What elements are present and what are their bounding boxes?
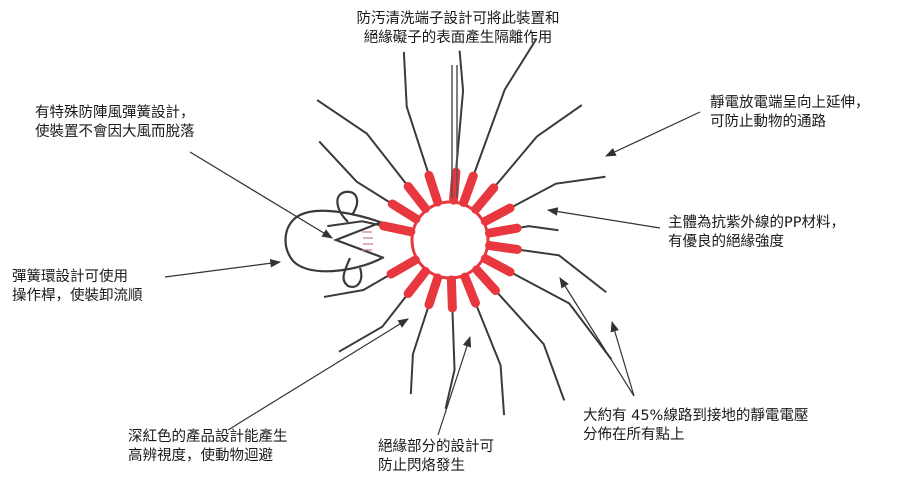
annotation-upper-left: 有特殊防陣風彈簧設計， 使裝置不會因大風而脫落 — [35, 104, 195, 142]
spoke-wire — [472, 38, 538, 177]
spoke-wire — [327, 220, 384, 228]
annotation-top-line-2: 絕緣礙子的表面產生隔離作用 — [363, 30, 553, 46]
spring-coil — [362, 231, 373, 251]
annotation-top: 防汚清洗端子設計可將此裝置和 絕緣礙子的表面產生隔離作用 — [308, 10, 608, 48]
annotation-top-line-1: 防汚清洗端子設計可將此裝置和 — [356, 11, 560, 27]
insulator-sleeve — [472, 265, 501, 296]
arrow-upper-left — [189, 151, 333, 239]
spoke-wire — [492, 104, 583, 189]
annotation-bottom-right-line-1: 大約有 45%線路到接地的靜電電壓 — [583, 408, 809, 424]
insulator-sleeve — [480, 254, 515, 277]
annotation-bottom-left-line-1: 深紅色的產品設計能產生 — [128, 429, 288, 445]
insulator-sleeve — [424, 273, 443, 310]
annotation-bottom-center-line-2: 防止閃烙發生 — [378, 458, 465, 474]
insulator-sleeve — [471, 183, 499, 214]
spoke-wire — [338, 292, 409, 353]
annotation-right-line-2: 有優良的絕緣強度 — [668, 234, 784, 250]
arrow-bottom-left — [227, 318, 409, 431]
annotation-upper-left-line-1: 有特殊防陣風彈簧設計， — [35, 105, 195, 121]
spoke-wire — [454, 50, 465, 173]
spoke-wire — [494, 289, 566, 401]
annotation-upper-right-line-2: 可防止動物的通路 — [710, 114, 826, 130]
spoke-wire — [516, 225, 559, 232]
annotation-left-line-2: 操作桿，使裝卸流順 — [12, 288, 143, 304]
spoke-wire — [444, 307, 456, 410]
annotation-bottom-left-line-2: 高辨視度，使動物迴避 — [128, 448, 273, 464]
annotation-upper-right-line-1: 靜電放電端呈向上延伸， — [710, 95, 870, 111]
spoke-wire — [316, 99, 409, 188]
annotation-bottom-right: 大約有 45%線路到接地的靜電電壓 分佈在所有點上 — [583, 407, 808, 445]
spoke-wire — [402, 51, 430, 176]
insulator-sleeve — [448, 167, 461, 205]
annotation-arrows — [164, 111, 701, 436]
annotation-upper-right: 靜電放電端呈向上延伸， 可防止動物的通路 — [710, 94, 870, 132]
insulator-sleeve — [386, 255, 420, 279]
insulator-sleeve — [387, 199, 421, 224]
annotation-bottom-center-line-1: 絕緣部分的設計可 — [378, 439, 494, 455]
arrow-bottom-right-a — [559, 277, 635, 397]
spoke-wire — [517, 248, 607, 294]
insulator-sleeve — [480, 203, 515, 226]
spoke-wire — [409, 304, 430, 395]
insulator-sleeve — [485, 241, 522, 254]
top-lead-lines — [451, 65, 458, 198]
spoke-wire — [318, 140, 393, 205]
annotation-bottom-right-line-2: 分佈在所有點上 — [583, 427, 685, 443]
insulator-sleeve — [378, 221, 416, 237]
spoke-wire — [474, 302, 506, 416]
arrow-left — [164, 258, 282, 278]
insulator-sleeve — [446, 275, 457, 313]
spring-ring — [284, 190, 385, 288]
annotation-right: 主體為抗紫外線的PP材料， 有優良的絕緣強度 — [668, 214, 845, 252]
annotation-bottom-left: 深紅色的產品設計能產生 高辨視度，使動物迴避 — [128, 428, 288, 466]
spoke-wire — [509, 271, 613, 360]
insulator-sleeve — [403, 267, 430, 299]
insulator-sleeve — [484, 223, 522, 238]
arrow-bottom-right-b — [610, 320, 635, 397]
annotation-left-line-1: 彈簧環設計可使用 — [12, 269, 128, 285]
annotation-left: 彈簧環設計可使用 操作桿，使裝卸流順 — [12, 268, 143, 306]
arrow-upper-right — [605, 111, 701, 157]
insulator-sleeve — [459, 171, 478, 207]
annotation-upper-left-line-2: 使裝置不會因大風而脫落 — [35, 124, 195, 140]
spoke-wire — [323, 273, 392, 298]
arrow-right — [546, 207, 661, 229]
annotation-bottom-center: 絕緣部分的設計可 防止閃烙發生 — [378, 438, 494, 476]
insulator-sleeve — [424, 170, 443, 207]
spoke-wire — [509, 175, 606, 209]
insulator-sleeve — [403, 181, 430, 213]
insulator-sleeve — [460, 272, 480, 308]
annotation-right-line-1: 主體為抗紫外線的PP材料， — [668, 215, 845, 231]
spokes — [316, 38, 613, 416]
arrow-bottom-center — [437, 335, 472, 436]
